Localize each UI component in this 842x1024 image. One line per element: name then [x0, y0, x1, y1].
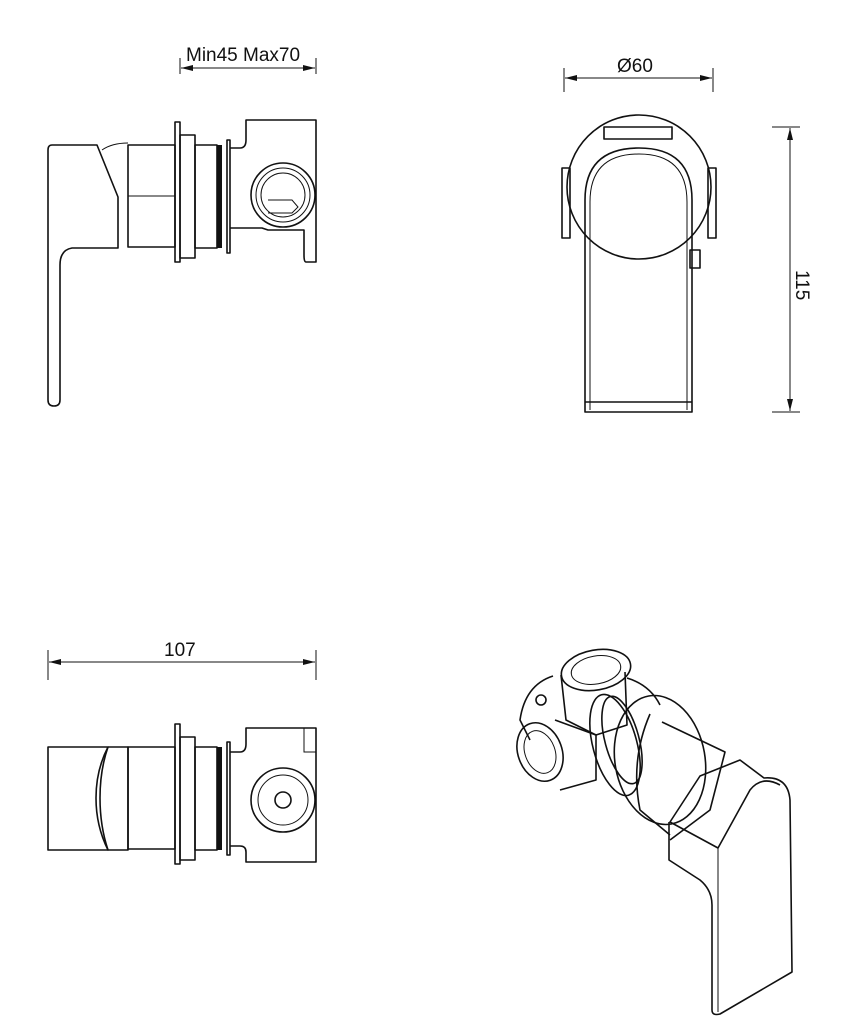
- lever-front: [584, 147, 693, 413]
- dimension-height: 115: [772, 126, 812, 413]
- valve-box-top: [230, 727, 317, 863]
- iso-top-port: [560, 648, 632, 692]
- iso-lever: [668, 759, 793, 1016]
- top-view: 107: [47, 640, 317, 865]
- iso-cover-plate: [613, 694, 707, 826]
- isometric-view: [516, 648, 793, 1016]
- valve-box: [230, 119, 317, 263]
- dimension-label-depth: Min45 Max70: [186, 45, 300, 66]
- outlet-port-top: [250, 767, 316, 833]
- iso-side-port: [516, 722, 564, 782]
- dimension-diameter: Ø60: [563, 56, 714, 92]
- side-view: Min45 Max70: [47, 45, 317, 407]
- cover-plate: [566, 114, 712, 260]
- lever-handle: [47, 144, 119, 407]
- outlet-port: [250, 162, 316, 228]
- dimension-length: 107: [47, 640, 317, 680]
- lever-top: [47, 746, 109, 851]
- dimension-label-height: 115: [791, 270, 812, 300]
- dimension-label-length: 107: [164, 640, 196, 661]
- dimension-depth-range: Min45 Max70: [179, 45, 317, 74]
- front-view: Ø60 115: [561, 56, 812, 413]
- dimension-label-diameter: Ø60: [617, 56, 653, 77]
